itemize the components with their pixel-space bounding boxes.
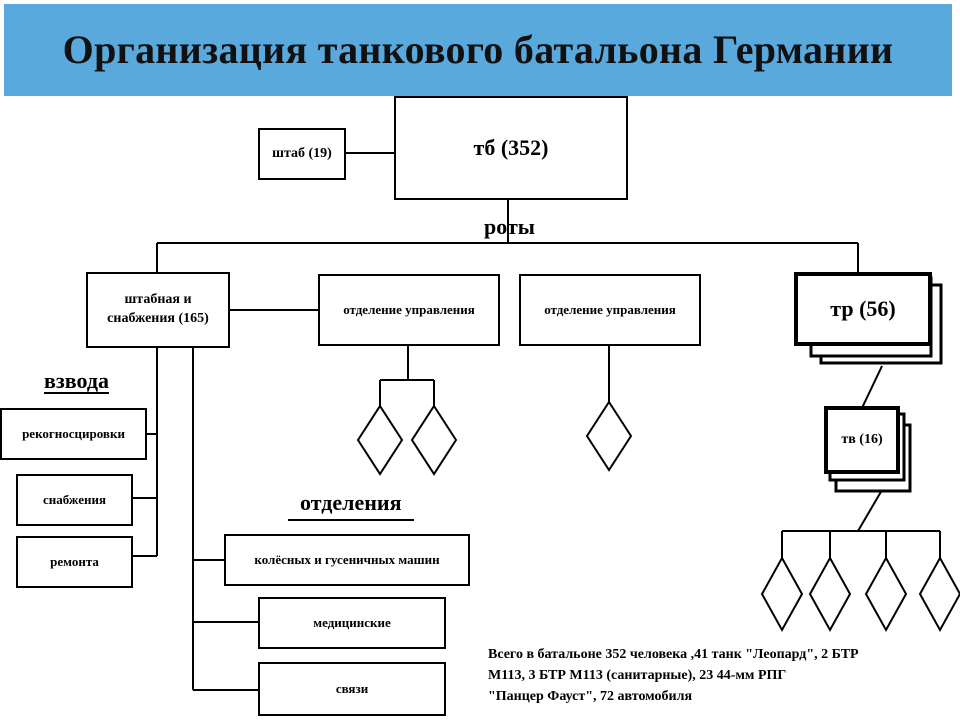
note-line: Всего в батальоне 352 человека ,41 танк … [488, 647, 859, 662]
hq-label: штаб (19) [272, 145, 332, 161]
section-label: медицинские [313, 615, 391, 631]
battalion-summary-note: Всего в батальоне 352 человека ,41 танк … [488, 644, 948, 707]
platoon-label: снабжения [43, 492, 106, 508]
hq-supply-company-box: штабная и снабжения (165) [86, 272, 230, 348]
platoon-box-supply: снабжения [16, 474, 133, 526]
note-line: М113, 3 БТР М113 (санитарные), 23 44-мм … [488, 668, 787, 683]
platoon-label: рекогносцировки [22, 426, 125, 442]
companies-label: роты [484, 214, 535, 239]
section-label: связи [335, 681, 369, 697]
page-title: Организация танкового батальона Германии [62, 27, 894, 72]
platoons-label: взвода [44, 368, 109, 393]
platoon-box-recon: рекогносцировки [0, 408, 147, 460]
sections-label: отделения [300, 490, 402, 515]
section-box-vehicles: колёсных и гусеничных машин [224, 534, 470, 586]
control-section-label-1: отделение управления [343, 302, 475, 318]
tank-company-label: тр (56) [830, 296, 896, 322]
tank-platoon-label: тв (16) [841, 431, 883, 447]
control-section-box-1: отделение управления [318, 274, 500, 346]
tank-diamond [760, 555, 804, 633]
vehicle-diamond [410, 404, 458, 476]
control-section-label-2: отделение управления [544, 302, 676, 318]
section-box-signals: связи [258, 662, 446, 716]
battalion-label: тб (352) [473, 135, 549, 161]
control-section-box-2: отделение управления [519, 274, 701, 346]
battalion-box: тб (352) [394, 96, 628, 200]
title-banner: Организация танкового батальона Германии [4, 4, 952, 96]
vehicle-diamond [356, 404, 404, 476]
platoon-box-repair: ремонта [16, 536, 133, 588]
hq-box: штаб (19) [258, 128, 346, 180]
tank-diamond [864, 555, 908, 633]
note-line: "Панцер Фауст", 72 автомобиля [488, 689, 693, 704]
section-box-medical: медицинские [258, 597, 446, 649]
connector-line [861, 365, 883, 409]
vehicle-diamond [585, 400, 633, 472]
tank-company-box: тр (56) [794, 272, 932, 346]
hq-supply-label: штабная и снабжения (165) [107, 292, 209, 326]
platoon-label: ремонта [50, 554, 99, 570]
section-label: колёсных и гусеничных машин [254, 552, 440, 568]
tank-diamond [808, 555, 852, 633]
connector-line [857, 489, 883, 532]
tank-platoon-box: тв (16) [824, 406, 900, 474]
tank-diamond [918, 555, 960, 633]
